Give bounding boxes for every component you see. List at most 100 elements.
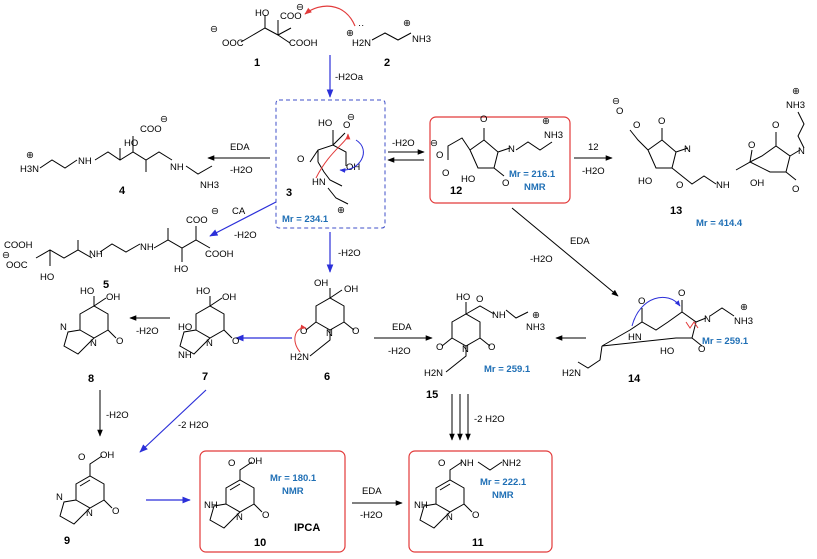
amine-label: H2N [290, 352, 309, 363]
imide-n-label: N [236, 512, 243, 523]
lone-pair: ·· [358, 20, 364, 31]
charge-plus: ⊕ [532, 310, 540, 321]
charge-minus: ⊖ [210, 24, 218, 35]
carboxylate-label: OOC [6, 260, 28, 271]
compound-9-number: 9 [64, 535, 70, 547]
compound-11-mr: Mr = 222.1 [480, 477, 527, 488]
charge-plus: ⊕ [740, 302, 748, 313]
condition-8-to-9: -H2O [106, 410, 129, 421]
curly-arrow-blue-3 [339, 139, 364, 173]
oxygen-label: O [300, 326, 307, 337]
compound-14-structure: HN O O N O HO NH3 ⊕ H2N [562, 288, 753, 379]
charge-plus: ⊕ [26, 150, 34, 161]
hydroxyl-label: HO [318, 118, 332, 129]
amide-nh-label: NH [492, 310, 506, 321]
amide-nh-label: NH [140, 242, 154, 253]
amide-nh-label: NH [89, 249, 103, 260]
condition-15-to-11: -2 H2O [474, 414, 505, 425]
compound-13-structure: O ⊖ O O HO N O NH O OH O N O NH3 ⊕ [612, 86, 805, 195]
hydroxyl-label: OH [314, 278, 328, 289]
amine-label: NH [204, 500, 218, 511]
imide-n-label: N [86, 508, 93, 519]
amide-nh-label: NH [716, 180, 730, 191]
amine-label: NH [178, 350, 192, 361]
amide-nh-label: NH [78, 156, 92, 167]
highlight-box-12 [429, 116, 571, 204]
reagent-12-to-14: EDA [570, 236, 590, 247]
carboxylate-label: COO [280, 11, 302, 22]
imide-n-label: N [704, 314, 711, 325]
imide-n-label: N [90, 338, 97, 349]
oxygen-label: O [262, 510, 269, 521]
amine-label: H2N [562, 368, 581, 379]
charge-minus: ⊖ [160, 114, 168, 125]
compound-10-mr: Mr = 180.1 [270, 473, 317, 484]
oxygen-label: O [228, 458, 235, 469]
compound-2-structure: H2N ·· ⊕ NH3 ⊕ [346, 18, 431, 49]
imide-n-label: N [462, 344, 469, 355]
compound-11-number: 11 [472, 537, 484, 549]
hydroxyl-label: OH [750, 178, 764, 189]
compound-14-number: 14 [628, 373, 641, 385]
oxygen-label: O [476, 294, 483, 305]
condition-7-to-8: -H2O [136, 326, 159, 337]
compound-8-structure: HO OH N O N [60, 286, 123, 355]
amine-label: H2N [424, 368, 443, 379]
hydroxyl-label: HO [461, 174, 475, 185]
condition-6-to-15: -H2O [388, 346, 411, 357]
charge-minus: ⊖ [347, 112, 355, 123]
reagent-10-to-11: EDA [362, 486, 382, 497]
charge-minus: ⊖ [211, 206, 219, 217]
reagent-3-to-4: EDA [230, 142, 250, 153]
charge-minus: ⊖ [430, 138, 438, 149]
compound-7-number: 7 [202, 371, 208, 383]
oxygen-label: O [748, 140, 755, 151]
hydroxyl-label: HO [80, 286, 94, 297]
oxygen-label: O [442, 168, 449, 179]
oxygen-label: O [633, 120, 640, 131]
compound-2-number: 2 [384, 57, 390, 69]
charge-plus: ⊕ [403, 18, 411, 29]
compound-5-structure: COOH OOC ⊖ HO NH NH HO COO ⊖ COOH [2, 206, 234, 283]
compound-15-structure: HO O NH NH3 ⊕ O O N H2N [424, 292, 545, 379]
charge-minus: ⊖ [2, 250, 10, 261]
charge-plus: ⊕ [792, 86, 800, 97]
charge-plus: ⊕ [337, 205, 345, 216]
compound-8-number: 8 [88, 373, 94, 385]
compound-5-number: 5 [103, 279, 109, 291]
ammonium-label: NH3 [544, 130, 563, 141]
hydroxyl-label: OH [100, 450, 114, 461]
compound-3-number: 3 [286, 187, 292, 199]
hydroxyl-label: OH [106, 292, 120, 303]
condition-12-to-13: -H2O [582, 166, 605, 177]
oxygen-label: O [352, 326, 359, 337]
oxygen-label: O [232, 336, 239, 347]
condition-3-to-5: -H2O [234, 230, 257, 241]
imide-n-label: N [446, 512, 453, 523]
compound-12-mr: Mr = 216.1 [509, 169, 556, 180]
charge-plus: ⊕ [542, 116, 550, 127]
compound-1-structure: OOC ⊖ HO COO ⊖ COOH [210, 2, 318, 49]
ammonium-label: NH3 [412, 34, 431, 45]
curly-arrow-red-3 [315, 133, 351, 179]
imine-n-label: N [60, 322, 67, 333]
compound-3-structure: HO O ⊖ O OH HN ⊕ [297, 112, 360, 216]
compound-10-structure: OH O NH O N [204, 456, 269, 529]
compound-13-mr: Mr = 414.4 [696, 218, 743, 229]
curly-arrow-red-6 [294, 324, 307, 353]
hydroxyl-label: HO [638, 176, 652, 187]
oxygen-label: O [698, 344, 705, 355]
compound-10-name: IPCA [294, 522, 320, 534]
oxygen-label: O [616, 106, 623, 117]
charge-minus: ⊖ [612, 96, 620, 107]
oxygen-label: O [116, 336, 123, 347]
compound-4-number: 4 [119, 185, 126, 197]
compound-11-nmr-tag: NMR [492, 490, 514, 501]
compound-4-structure: H3N ⊕ NH HO COO ⊖ NH NH3 [20, 114, 219, 191]
ammonium-label: NH3 [734, 316, 753, 327]
carboxylic-acid-label: COOH [205, 249, 234, 260]
oxygen-label: O [658, 116, 665, 127]
condition-7-to-9: -2 H2O [178, 420, 209, 431]
arrow-7-to-9 [139, 389, 207, 453]
hydroxyl-label: HO [174, 264, 188, 275]
